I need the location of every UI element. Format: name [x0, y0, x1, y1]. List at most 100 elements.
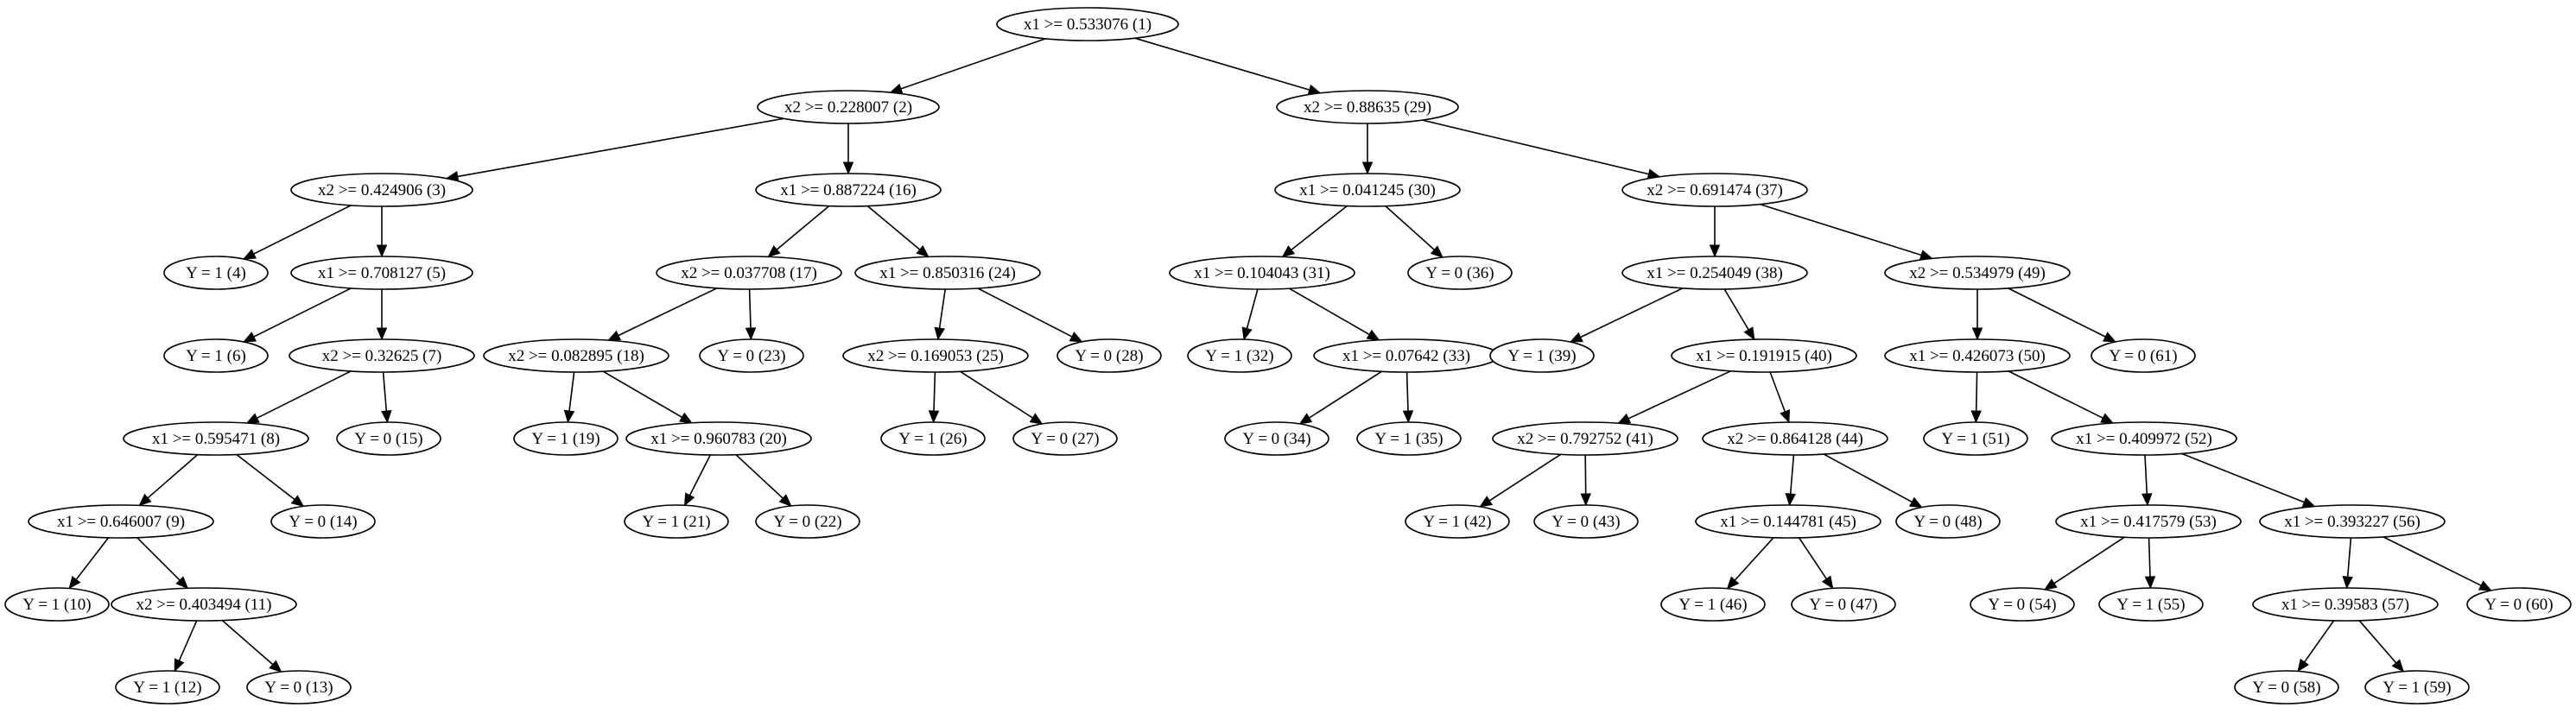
edge-arrowhead-5-7: [376, 327, 388, 341]
node-label: Y = 1 (21): [642, 513, 710, 531]
node-ellipse: [624, 504, 729, 539]
tree-node-51: Y = 1 (51): [1923, 421, 2028, 456]
node-ellipse: [290, 173, 473, 207]
edge-45-47: [1798, 537, 1828, 580]
edge-arrowhead-29-30: [1361, 161, 1374, 175]
edge-25-27: [960, 370, 1033, 419]
edge-18-19: [568, 371, 575, 412]
edge-arrowhead-49-50: [1971, 327, 1983, 341]
node-label: x2 >= 0.082895 (18): [508, 347, 644, 365]
node-ellipse: [1489, 338, 1595, 373]
node-label: x2 >= 0.424906 (3): [318, 181, 446, 199]
node-ellipse: [1621, 173, 1808, 207]
tree-node-24: x1 >= 0.850316 (24): [854, 256, 1041, 290]
edge-arrowhead-2-16: [842, 161, 854, 175]
edge-arrowhead-33-35: [1402, 410, 1414, 424]
node-ellipse: [1702, 421, 1888, 456]
node-ellipse: [755, 504, 860, 539]
node-label: x1 >= 0.409972 (52): [2076, 430, 2212, 448]
tree-node-38: x1 >= 0.254049 (38): [1621, 256, 1808, 290]
node-ellipse: [336, 421, 441, 456]
node-ellipse: [4, 587, 110, 622]
edge-41-42: [1488, 453, 1562, 502]
edge-arrowhead-30-36: [1430, 245, 1443, 258]
node-ellipse: [1405, 504, 1510, 539]
node-label: Y = 0 (28): [1075, 347, 1143, 365]
node-label: Y = 0 (27): [1031, 430, 1099, 448]
node-ellipse: [996, 7, 1179, 41]
node-ellipse: [1884, 256, 2071, 290]
node-label: Y = 0 (43): [1551, 513, 1620, 531]
tree-node-29: x2 >= 0.88635 (29): [1276, 90, 1459, 124]
node-label: Y = 1 (12): [133, 679, 201, 697]
node-ellipse: [880, 421, 986, 456]
tree-node-13: Y = 0 (13): [246, 670, 352, 705]
edge-arrowhead-17-23: [745, 327, 757, 341]
node-ellipse: [270, 504, 376, 539]
edge-24-28: [977, 287, 1073, 338]
edge-arrowhead-37-38: [1709, 244, 1721, 258]
node-ellipse: [1492, 421, 1678, 456]
node-label: Y = 0 (47): [1809, 596, 1877, 614]
edge-45-46: [1734, 537, 1774, 581]
tree-node-26: Y = 1 (26): [880, 421, 986, 456]
edge-arrowhead-38-39: [1569, 332, 1583, 343]
tree-node-4: Y = 1 (4): [163, 256, 269, 290]
node-ellipse: [246, 670, 352, 705]
edge-arrowhead-44-48: [1908, 496, 1923, 509]
node-ellipse: [854, 256, 1041, 290]
tree-node-3: x2 >= 0.424906 (3): [290, 173, 473, 207]
tree-node-9: x1 >= 0.646007 (9): [28, 504, 214, 539]
node-label: Y = 1 (46): [1678, 596, 1747, 614]
node-label: x1 >= 0.533076 (1): [1024, 16, 1152, 34]
tree-node-6: Y = 1 (6): [163, 338, 269, 373]
node-label: x1 >= 0.887224 (16): [780, 181, 917, 199]
node-label: Y = 1 (19): [531, 430, 600, 448]
node-label: Y = 0 (22): [773, 513, 841, 531]
node-label: Y = 0 (14): [289, 513, 357, 531]
node-label: x1 >= 0.191915 (40): [1696, 347, 1832, 365]
tree-node-41: x2 >= 0.792752 (41): [1492, 421, 1678, 456]
edge-arrowhead-40-44: [1780, 409, 1791, 424]
edge-44-48: [1823, 453, 1913, 503]
tree-node-46: Y = 1 (46): [1660, 587, 1766, 622]
edge-arrowhead-53-55: [2144, 576, 2156, 590]
node-ellipse: [1356, 421, 1462, 456]
edge-arrowhead-20-21: [684, 492, 695, 507]
node-label: Y = 1 (39): [1507, 347, 1576, 365]
node-ellipse: [1621, 256, 1808, 290]
tree-node-1: x1 >= 0.533076 (1): [996, 7, 1179, 41]
edge-arrowhead-11-13: [269, 660, 282, 673]
edge-arrowhead-20-22: [778, 494, 792, 507]
node-label: x1 >= 0.960783 (20): [650, 430, 787, 448]
tree-node-11: x2 >= 0.403494 (11): [111, 587, 297, 622]
tree-node-44: x2 >= 0.864128 (44): [1702, 421, 1888, 456]
node-ellipse: [656, 256, 842, 290]
edge-1-2: [900, 38, 1046, 90]
node-ellipse: [1970, 587, 2075, 622]
node-ellipse: [163, 338, 269, 373]
tree-node-7: x2 >= 0.32625 (7): [289, 338, 475, 373]
tree-node-2: x2 >= 0.228007 (2): [757, 90, 940, 124]
edge-30-31: [1291, 205, 1348, 251]
tree-node-35: Y = 1 (35): [1356, 421, 1462, 456]
edge-arrowhead-18-20: [678, 412, 693, 424]
node-label: x2 >= 0.864128 (44): [1727, 430, 1863, 448]
edge-20-22: [735, 454, 784, 499]
node-ellipse: [513, 421, 619, 456]
edge-arrowhead-31-32: [1241, 326, 1253, 341]
edge-arrowhead-5-6: [242, 332, 257, 343]
edge-arrowhead-38-40: [1743, 326, 1755, 341]
edge-11-13: [221, 619, 274, 666]
edge-57-59: [2358, 620, 2397, 664]
edge-53-55: [2148, 537, 2151, 578]
tree-node-39: Y = 1 (39): [1489, 338, 1595, 373]
node-label: x2 >= 0.037708 (17): [681, 264, 817, 282]
tree-node-27: Y = 0 (27): [1012, 421, 1118, 456]
node-ellipse: [699, 338, 804, 373]
edge-arrowhead-33-34: [1298, 413, 1313, 425]
edge-38-40: [1723, 288, 1749, 331]
node-ellipse: [1056, 338, 1162, 373]
edge-arrowhead-7-15: [381, 410, 392, 424]
